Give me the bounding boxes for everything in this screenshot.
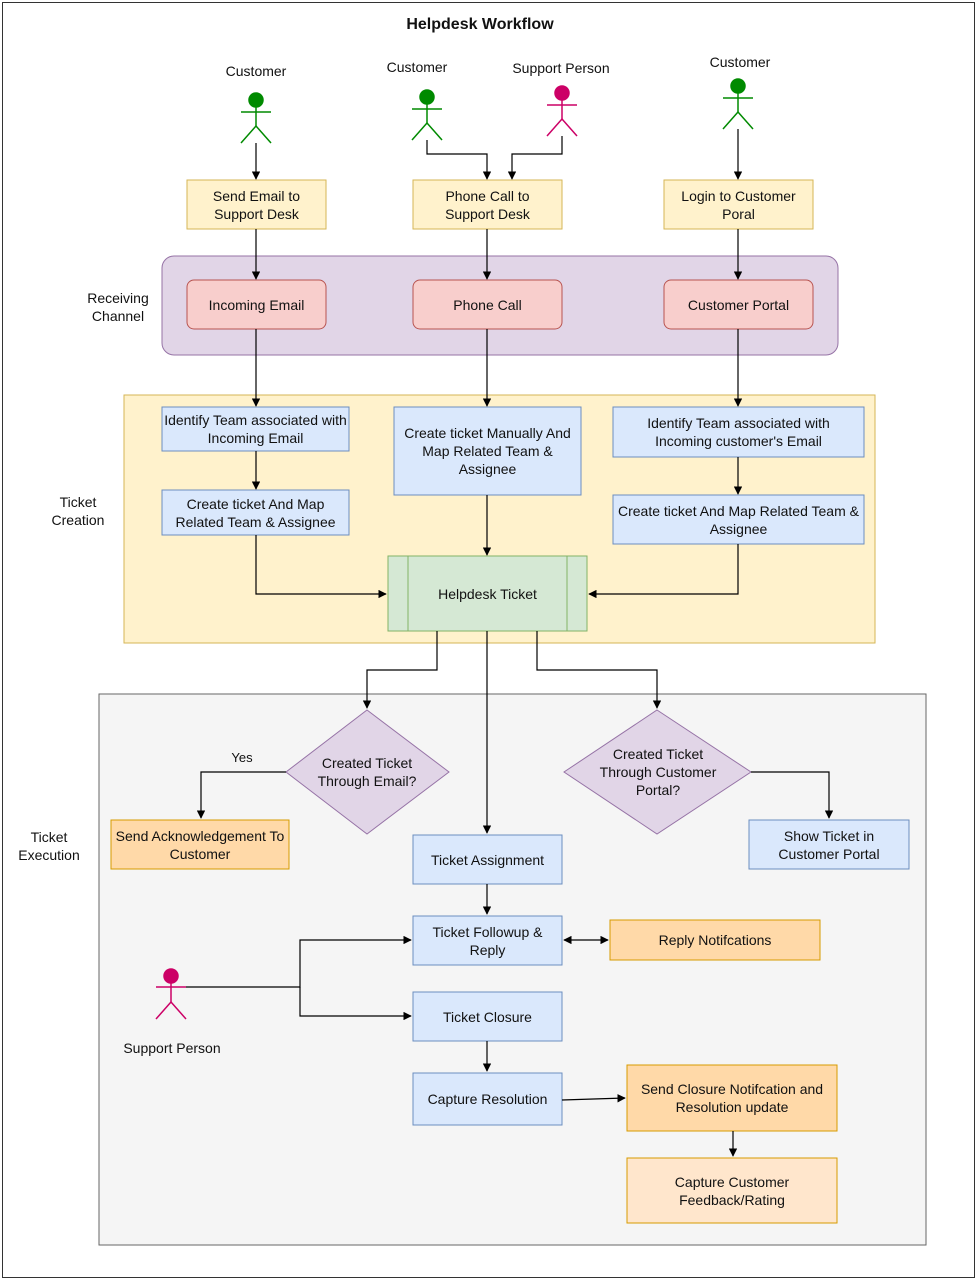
create-map-email-text: Create ticket And Map Related Team & Ass… bbox=[175, 495, 336, 530]
connectors bbox=[186, 129, 834, 1157]
ticket-execution-label: Ticket Execution bbox=[18, 829, 80, 863]
actor-support-phone-icon bbox=[546, 85, 578, 137]
ticket-execution-container bbox=[98, 693, 927, 1246]
ticket-creation-label: Ticket Creation bbox=[51, 494, 105, 528]
actor-customer-phone-icon bbox=[411, 89, 443, 141]
yes-label: Yes bbox=[231, 750, 253, 765]
send-ack-box bbox=[110, 819, 290, 870]
closure-text: Ticket Closure bbox=[443, 1008, 532, 1025]
actor-support-exec-label: Support Person bbox=[123, 1040, 221, 1056]
send-email-text: Send Email to Support Desk bbox=[212, 187, 301, 222]
reply-notif-box bbox=[609, 919, 821, 961]
feedback-text: Capture Customer Feedback/Rating bbox=[674, 1173, 790, 1208]
capture-resolution-box bbox=[412, 1072, 563, 1126]
create-manual-box bbox=[393, 406, 582, 496]
identify-email-box bbox=[161, 406, 350, 452]
login-portal-text: Login to Customer Poral bbox=[681, 187, 796, 222]
actor-customer-phone-label: Customer bbox=[386, 59, 448, 75]
closure-box bbox=[412, 991, 563, 1042]
identify-email-text: Identify Team associated with Incoming E… bbox=[164, 412, 347, 446]
actor-customer-email-icon bbox=[240, 92, 272, 144]
create-map-portal-text: Create ticket And Map Related Team & Ass… bbox=[618, 502, 859, 537]
phone-call-text: Phone Call bbox=[453, 296, 522, 313]
send-email-box bbox=[186, 179, 327, 230]
customer-portal-text: Customer Portal bbox=[687, 296, 790, 313]
decision-portal-text: Created Ticket Through Customer Portal? bbox=[599, 746, 717, 798]
phone-call-desk-text: Phone Call to Support Desk bbox=[445, 187, 530, 222]
assignment-box bbox=[412, 834, 563, 885]
capture-resolution-text: Capture Resolution bbox=[427, 1091, 548, 1107]
show-portal-text: Show Ticket in Customer Portal bbox=[778, 827, 880, 862]
closure-notif-text: Send Closure Notifcation and Resolution … bbox=[640, 1081, 824, 1115]
login-portal-box bbox=[663, 179, 814, 230]
helpdesk-ticket-text: Helpdesk Ticket bbox=[438, 585, 537, 602]
diagram-title: Helpdesk Workflow bbox=[406, 16, 554, 33]
send-ack-text: Send Acknowledgement To Customer bbox=[115, 827, 285, 862]
show-portal-box bbox=[748, 819, 910, 870]
actor-customer-portal-icon bbox=[722, 78, 754, 130]
followup-box bbox=[412, 915, 563, 966]
create-manual-text: Create ticket Manually And Map Related T… bbox=[404, 425, 571, 477]
helpdesk-ticket-box bbox=[387, 555, 588, 632]
actor-support-exec-icon bbox=[155, 968, 187, 1020]
actor-support-phone-label: Support Person bbox=[512, 60, 610, 76]
create-map-portal-box bbox=[612, 494, 865, 545]
phone-call-desk-box bbox=[412, 179, 563, 230]
reply-notif-text: Reply Notifcations bbox=[658, 932, 772, 948]
identify-portal-box bbox=[612, 406, 865, 458]
receiving-channel-label: Receiving Channel bbox=[87, 290, 149, 324]
actor-customer-email-label: Customer bbox=[225, 63, 287, 79]
feedback-box bbox=[626, 1157, 838, 1224]
decision-email-text: Created Ticket Through Email? bbox=[317, 755, 417, 789]
incoming-email-text: Incoming Email bbox=[208, 296, 305, 313]
assignment-text: Ticket Assignment bbox=[430, 851, 545, 868]
actor-customer-portal-label: Customer bbox=[709, 54, 771, 70]
create-map-email-box bbox=[161, 489, 350, 536]
identify-portal-text: Identify Team associated with Incoming c… bbox=[647, 415, 830, 449]
decision-portal-diamond bbox=[563, 709, 752, 835]
decision-email-diamond bbox=[285, 709, 450, 835]
closure-notif-box bbox=[626, 1064, 838, 1132]
followup-text: Ticket Followup & Reply bbox=[432, 923, 543, 958]
